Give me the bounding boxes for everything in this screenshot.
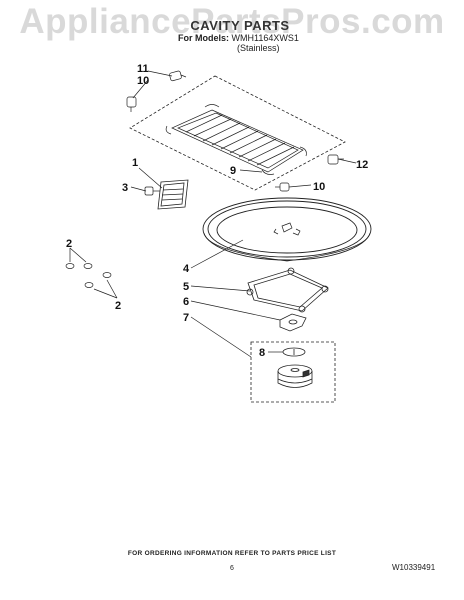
rubber-feet: [65, 263, 112, 288]
callout-6: 6: [183, 296, 189, 308]
callout-2-left: 2: [66, 238, 72, 250]
callout-8: 8: [259, 347, 265, 359]
callout-2-right: 2: [115, 300, 121, 312]
oven-rack: [165, 104, 307, 175]
screw-10-bottom: [275, 182, 290, 192]
leader-lines: [69, 70, 357, 358]
callout-3: 3: [122, 182, 128, 194]
turntable-tray: [202, 197, 372, 262]
screw-10-top: [126, 96, 137, 112]
drive-coupler: [279, 313, 307, 332]
callout-7: 7: [183, 312, 189, 324]
support-ring: [246, 267, 329, 313]
callout-labels: 11 10 12 10 9 1 3 2 2 4 5 6 7 8: [66, 63, 368, 359]
waveguide-cover: [157, 179, 189, 210]
callout-4: 4: [183, 263, 190, 275]
page-number: 6: [230, 565, 234, 572]
motor-group-box: [250, 341, 336, 403]
models-line: For Models: WMH1164XWS1: [178, 33, 299, 43]
watermark-text: AppliancePartsPros.com: [19, 2, 445, 41]
turntable-motor: [277, 364, 313, 388]
callout-10-bottom: 10: [313, 181, 325, 193]
callout-5: 5: [183, 281, 189, 293]
motor-disc: [282, 347, 306, 357]
callout-9: 9: [230, 165, 236, 177]
callout-10-top: 10: [137, 75, 149, 87]
screw-3: [144, 186, 160, 196]
ordering-note: FOR ORDERING INFORMATION REFER TO PARTS …: [127, 550, 337, 557]
callout-1: 1: [132, 157, 138, 169]
document-number: W10339491: [392, 563, 436, 572]
callout-12: 12: [356, 159, 368, 171]
screw-12: [327, 154, 344, 165]
models-value: WMH1164XWS1: [231, 33, 299, 43]
finish-label: (Stainless): [237, 43, 280, 53]
callout-11: 11: [137, 63, 149, 75]
models-label: For Models:: [178, 33, 229, 43]
rack-group-box: [129, 75, 346, 191]
page-title: CAVITY PARTS: [190, 18, 290, 33]
screw-11: [169, 70, 187, 82]
